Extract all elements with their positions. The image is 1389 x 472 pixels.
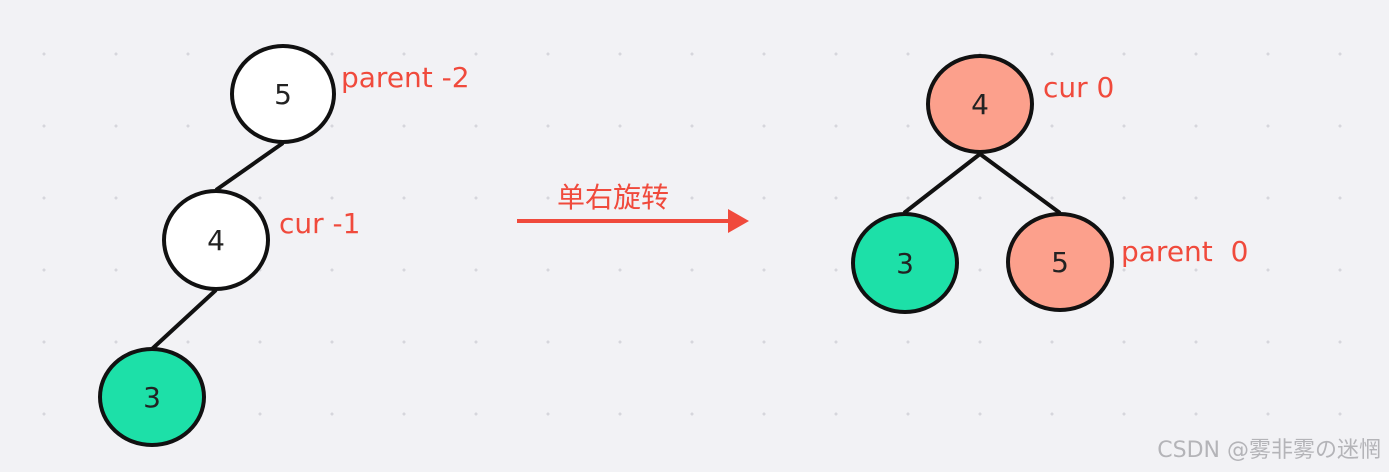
edge-before-5-4 (214, 141, 285, 192)
transition-arrow (517, 209, 749, 233)
before-middle-annotation: cur -1 (279, 207, 361, 240)
watermark: CSDN @雾非雾の迷惘 (1157, 438, 1381, 463)
before-root-annotation: parent -2 (341, 61, 470, 94)
before-leaf-node: 3 (98, 347, 206, 447)
before-middle-node: 4 (162, 189, 270, 291)
after-right-annotation: parent 0 (1121, 235, 1249, 268)
edge-before-4-3 (150, 288, 218, 351)
edge-after-4-3 (902, 152, 982, 215)
before-root-node: 5 (230, 44, 336, 144)
before-middle-value: 4 (207, 223, 225, 257)
edge-after-4-5 (978, 152, 1062, 215)
transition-label: 单右旋转 (557, 181, 670, 214)
before-root-value: 5 (274, 77, 292, 111)
after-root-value: 4 (971, 87, 989, 121)
after-left-node: 3 (851, 212, 959, 314)
after-left-value: 3 (896, 246, 914, 280)
after-root-annotation: cur 0 (1043, 71, 1115, 104)
after-right-node: 5 (1006, 212, 1114, 312)
after-right-value: 5 (1051, 245, 1069, 279)
before-leaf-value: 3 (143, 380, 161, 414)
after-root-node: 4 (926, 54, 1034, 154)
